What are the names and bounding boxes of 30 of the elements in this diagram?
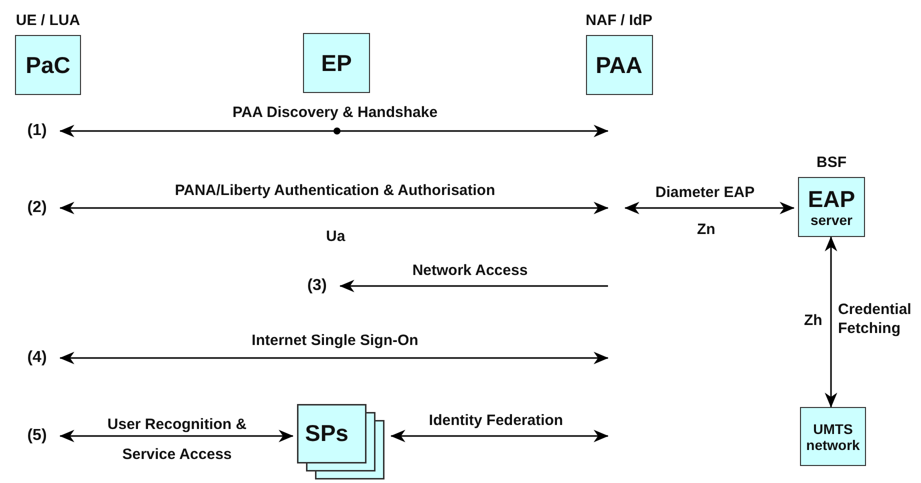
entity-heading: BSF <box>816 154 846 172</box>
step-number: (5) <box>27 426 47 446</box>
step-number: (1) <box>27 121 47 141</box>
entity-label: UMTS network <box>805 420 861 452</box>
step-number: (3) <box>307 276 327 296</box>
edge-label: User Recognition & Service Access <box>106 415 248 465</box>
arrow <box>59 430 294 442</box>
edge-label: Identity Federation <box>426 411 566 430</box>
entity-label: server <box>810 212 853 228</box>
interface-label: Zn <box>697 220 716 239</box>
arrow <box>339 280 608 292</box>
entity-label: PAA <box>596 52 642 78</box>
step-number: (4) <box>27 348 47 368</box>
arrow <box>59 124 609 138</box>
entity-heading: UE / LUA <box>16 12 80 30</box>
edge-label: Credential Fetching <box>837 300 912 338</box>
arrow <box>390 430 609 442</box>
arrow <box>59 352 609 364</box>
interface-label: Zh <box>804 311 822 330</box>
arrow <box>59 202 609 214</box>
entity-label: EAP <box>808 186 856 212</box>
entity-label: PaC <box>26 52 70 78</box>
entity-label: EP <box>321 50 352 76</box>
edge-label: Internet Single Sign-On <box>250 331 420 350</box>
step-number: (2) <box>27 198 47 218</box>
edge-label: PANA/Liberty Authentication & Authorisation <box>172 181 498 200</box>
arrow <box>824 236 838 408</box>
interface-label: Ua <box>326 227 346 246</box>
arrow <box>624 202 795 214</box>
entity-heading: NAF / IdP <box>586 12 652 30</box>
